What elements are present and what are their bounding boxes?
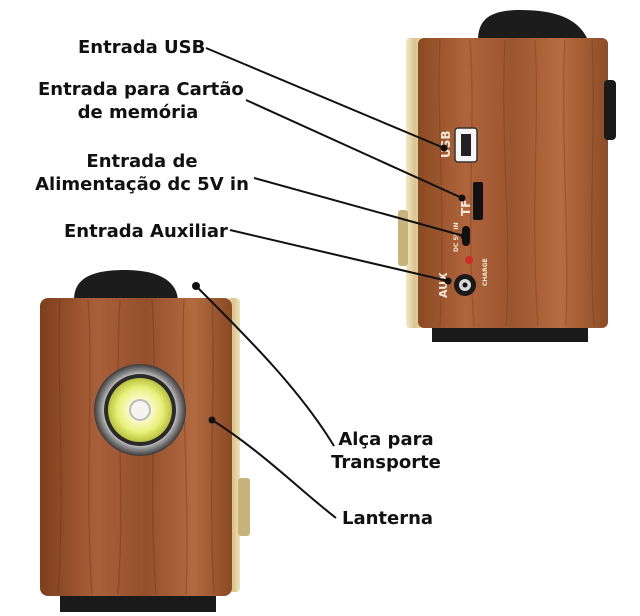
label-power: Entrada de Alimentação dc 5V in <box>34 150 250 196</box>
knob-front <box>238 478 250 536</box>
label-usb-text: Entrada USB <box>78 37 206 58</box>
charge-led <box>465 256 473 264</box>
label-memory-line2: de memória <box>77 102 199 123</box>
pointer-dots <box>192 144 468 424</box>
usb-marking: USB <box>439 130 453 158</box>
label-handle-line1: Alça para <box>338 429 434 450</box>
handle-top-left <box>74 270 178 302</box>
tf-slot <box>473 182 483 220</box>
base-foot-right <box>432 328 588 342</box>
pointer-power <box>253 177 465 237</box>
pointer-usb <box>205 47 445 149</box>
handle-top-right <box>478 10 588 40</box>
pointer-memory <box>245 99 463 199</box>
pointer-flashlight <box>211 419 337 519</box>
label-memory-line1: Entrada para Cartão <box>38 79 244 100</box>
tf-marking: TF <box>459 200 473 216</box>
label-handle: Alça para Transporte <box>328 428 444 474</box>
pointer-aux <box>229 229 449 282</box>
label-power-line1: Entrada de <box>86 151 198 172</box>
aux-marking: AUX <box>437 272 450 298</box>
label-power-line2: Alimentação dc 5V in <box>35 174 249 195</box>
label-aux-text: Entrada Auxiliar <box>64 221 228 242</box>
base-foot-left <box>60 596 216 612</box>
knob-side <box>398 210 408 266</box>
wood-grain <box>438 39 595 327</box>
pointer-handle <box>195 285 335 447</box>
charge-marking: CHARGE <box>482 258 489 286</box>
dc-marking: DC 5V IN <box>453 222 460 252</box>
pointer-lines <box>195 47 465 519</box>
label-handle-line2: Transporte <box>331 452 441 473</box>
label-usb: Entrada USB <box>78 36 205 59</box>
device-front-view <box>40 270 250 612</box>
label-memory-card: Entrada para Cartão de memória <box>38 78 244 124</box>
led-emitter <box>129 399 151 421</box>
wood-body-right <box>418 38 608 328</box>
label-aux: Entrada Auxiliar <box>64 220 228 243</box>
label-flashlight-text: Lanterna <box>342 508 434 529</box>
rubber-edge <box>604 80 616 140</box>
device-side-view: USB TF DC 5V IN AUX CHARGE <box>398 10 616 342</box>
label-flashlight: Lanterna <box>342 507 433 530</box>
